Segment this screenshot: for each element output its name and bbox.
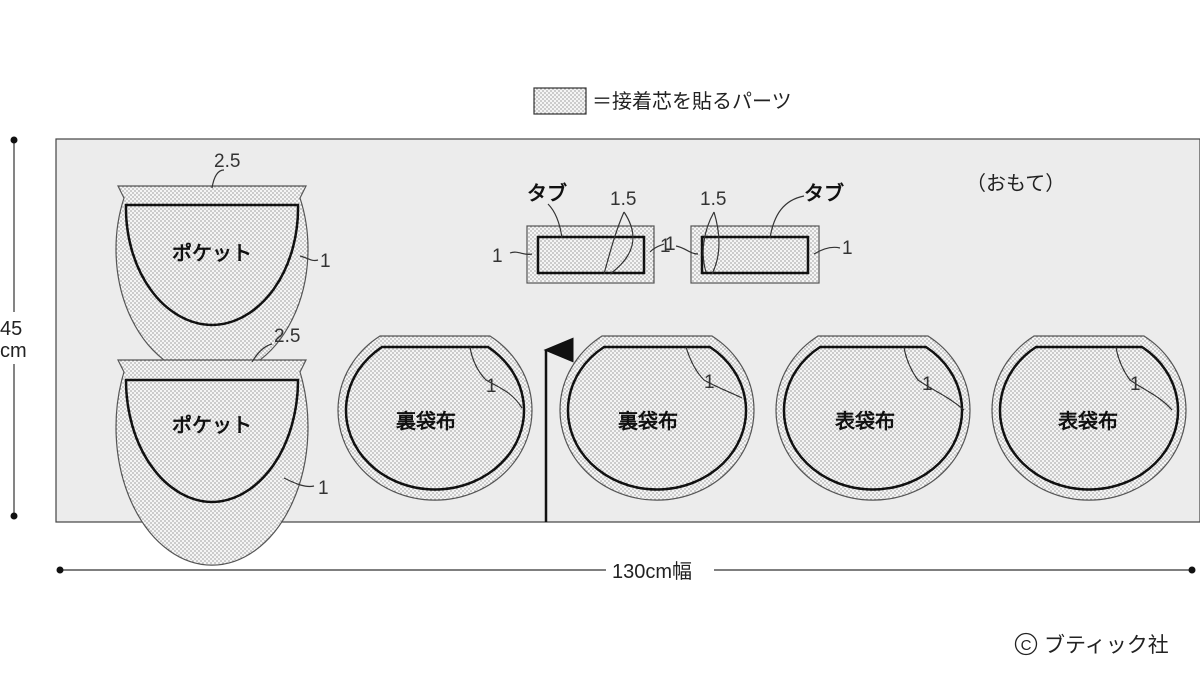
pocket-piece-bottom: ポケット 2.5 1 — [115, 326, 329, 566]
tab-right-finished-line — [700, 235, 810, 275]
pocket-top-seam-side-leader — [299, 255, 319, 262]
lining-2-label: 裏袋布 — [617, 409, 678, 433]
tab-right-seam-long-leader-b — [711, 211, 720, 275]
outer-2-seam: 1 — [1130, 374, 1141, 395]
copyright-symbol: C — [1021, 637, 1032, 654]
pocket-top-seam-top-leader — [211, 169, 225, 189]
lining-2-finished-line — [566, 345, 748, 491]
legend-text: ＝接着芯を貼るパーツ — [592, 90, 792, 113]
tab-left-label-leader — [547, 203, 563, 239]
pocket-bottom-seam-side-leader — [283, 477, 315, 488]
tab-right-seam-long-leader-a — [702, 211, 715, 273]
lining-1-finished-line — [344, 345, 526, 491]
width-dimension-start-dot — [56, 566, 64, 574]
height-dimension-label-bg — [0, 312, 30, 364]
width-dimension-end-dot — [1188, 566, 1196, 574]
width-dimension-label-bg — [606, 556, 714, 584]
lining-1-seam-leader — [469, 346, 523, 409]
tab-right-seam-end-right: 1 — [842, 238, 853, 259]
pocket-piece-top: ポケット 2.5 1 — [115, 151, 331, 378]
outer-2-label: 表袋布 — [1058, 409, 1118, 433]
height-dimension-end-dot — [10, 512, 18, 520]
lining-1-label: 裏袋布 — [395, 409, 456, 433]
side-label: （おもて） — [966, 172, 1065, 195]
tab-left-seam-long-leader-b — [609, 211, 634, 275]
outer-1-seam: 1 — [922, 374, 933, 395]
pocket-top-seam-top: 2.5 — [214, 151, 240, 172]
tab-left-seam-allowance — [526, 225, 655, 284]
pocket-bottom-seam-top-leader — [251, 343, 273, 363]
height-dimension-unit: cm — [0, 340, 27, 362]
tab-right-seam-end-left-leader — [675, 245, 699, 255]
tab-left-seam-end-right: 1 — [665, 234, 676, 255]
lining-1-seam: 1 — [486, 376, 497, 397]
outer-1-seam-allowance — [775, 335, 971, 501]
outer-2-seam-allowance — [991, 335, 1187, 501]
pocket-bottom-seam-side: 1 — [318, 478, 329, 499]
lining-2-seam: 1 — [704, 372, 715, 393]
pocket-top-label: ポケット — [172, 241, 252, 265]
lining-piece-1: 裏袋布 1 — [337, 335, 533, 501]
outer-piece-2: 表袋布 1 — [991, 335, 1187, 501]
copyright-circle — [1014, 632, 1038, 656]
pocket-bottom-finished-line — [124, 378, 300, 504]
copyright-text: ブティック社 — [1044, 634, 1169, 657]
pocket-top-finished-line — [124, 203, 300, 327]
outer-2-seam-leader — [1115, 346, 1173, 411]
height-dimension-start-dot — [10, 136, 18, 144]
tab-left-label: タブ — [527, 181, 567, 205]
tab-right-seam-end-right-leader — [813, 246, 841, 255]
tab-left-seam-long-leader-a — [603, 211, 625, 275]
lining-piece-2: 裏袋布 1 — [559, 335, 755, 501]
tab-right-label: タブ — [804, 181, 844, 205]
outer-2-finished-line — [998, 345, 1180, 491]
tab-left-seam-end-right-leader — [649, 243, 665, 253]
width-dimension-label: 130cm幅 — [612, 560, 692, 583]
outer-1-seam-leader — [903, 346, 965, 411]
tab-right-seam-end-left: 1 — [660, 236, 671, 257]
tab-right-label-leader — [769, 195, 805, 239]
legend-swatch — [533, 87, 587, 115]
height-dimension-value: 45 — [0, 318, 22, 340]
outer-1-label: 表袋布 — [835, 409, 895, 433]
tab-right-seam-long: 1.5 — [700, 189, 726, 210]
pocket-top-seam-side: 1 — [320, 251, 331, 272]
tab-left-finished-line — [536, 235, 646, 275]
tab-piece-left: タブ 1.5 1 1 — [492, 181, 676, 284]
pocket-bottom-seam-allowance — [115, 359, 309, 566]
pocket-bottom-seam-top: 2.5 — [274, 326, 300, 347]
tab-left-seam-long: 1.5 — [610, 189, 636, 210]
pocket-bottom-label: ポケット — [172, 413, 252, 437]
outer-piece-1: 表袋布 1 — [775, 335, 971, 501]
tab-right-seam-allowance — [690, 225, 820, 284]
tab-piece-right: タブ 1.5 1 1 — [660, 181, 853, 284]
outer-1-finished-line — [782, 345, 964, 491]
tab-left-seam-end-left: 1 — [492, 246, 503, 267]
tab-left-seam-end-left-leader — [509, 251, 533, 256]
lining-2-seam-leader — [685, 346, 743, 399]
lining-2-seam-allowance — [559, 335, 755, 501]
